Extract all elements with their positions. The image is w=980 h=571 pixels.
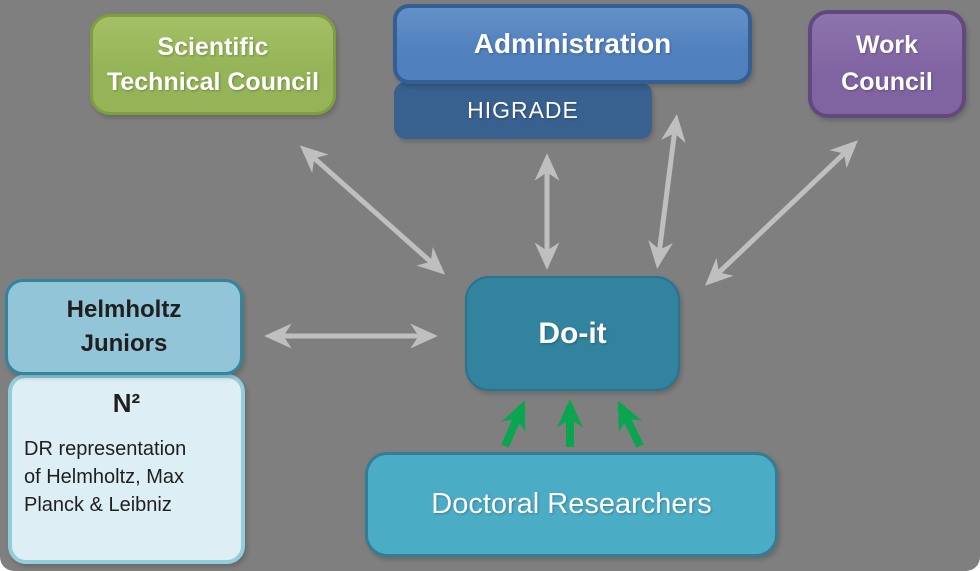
helmholtz-juniors-label: Helmholtz Juniors [66, 296, 182, 357]
arrow-dr-doit-left [501, 400, 526, 448]
administration-label: Administration [473, 28, 672, 59]
node-scientific-technical-council: Scientific Technical Council [90, 14, 336, 115]
scientific-technical-council-label: Scientific Technical Council [106, 32, 320, 96]
node-work-council: Work Council [808, 10, 966, 118]
arrow-work-doit [705, 140, 858, 286]
arrow-stc-doit [299, 145, 446, 275]
higrade-label: HIGRADE [467, 97, 579, 123]
node-higrade: HIGRADE [394, 82, 652, 139]
arrow-admin-doit [648, 114, 686, 269]
n2-title: N² [112, 388, 141, 418]
node-n2: N² DR representation of Helmholtz, Max P… [8, 374, 245, 564]
arrow-dr-doit-right [617, 400, 644, 448]
work-council-label: Work Council [841, 30, 933, 97]
node-helmholtz-juniors: Helmholtz Juniors [5, 279, 243, 375]
n2-description: DR representation of Helmholtz, Max Plan… [24, 438, 187, 516]
doctoral-researchers-label: Doctoral Researchers [431, 488, 712, 520]
node-administration: Administration [393, 4, 752, 84]
node-doctoral-researchers: Doctoral Researchers [365, 452, 778, 557]
node-do-it: Do-it [465, 276, 680, 391]
do-it-label: Do-it [538, 316, 607, 350]
